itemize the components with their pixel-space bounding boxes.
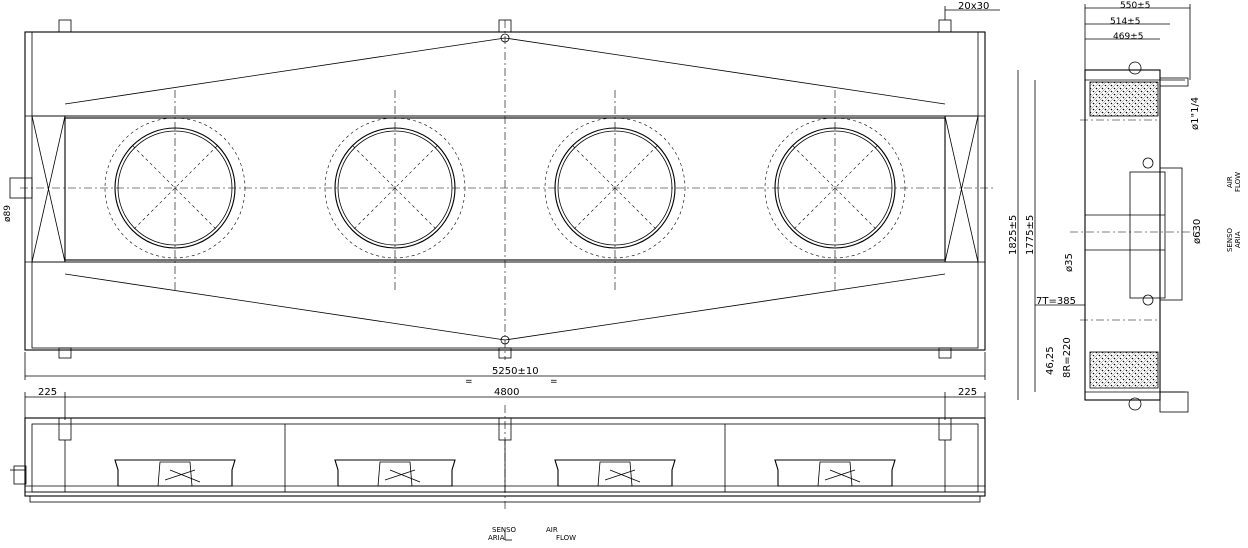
dim-550: 550±5 bbox=[1120, 1, 1150, 11]
label-aria-bottom: ARIA bbox=[488, 534, 505, 542]
label-senso-bottom: SENSO bbox=[492, 526, 517, 534]
top-view: 20x30 ø89 5250±10 = = bbox=[3, 1, 1000, 387]
dim-1775: 1775±5 bbox=[1025, 215, 1036, 255]
dim-4800: 4800 bbox=[494, 387, 519, 398]
side-casing bbox=[1084, 69, 1161, 401]
lifting-lugs bbox=[58, 19, 952, 359]
fan-motor-1 bbox=[114, 459, 236, 487]
dim-4625: 46,25 bbox=[1045, 346, 1056, 375]
dim-1825: 1825±5 bbox=[1008, 215, 1019, 255]
dim-diameter-89: ø89 bbox=[3, 205, 13, 222]
fan-motor-2 bbox=[334, 459, 456, 487]
dim-514: 514±5 bbox=[1110, 17, 1140, 27]
dim-469: 469±5 bbox=[1113, 32, 1143, 42]
fan-4 bbox=[764, 117, 906, 259]
dim-20x30: 20x30 bbox=[958, 1, 989, 12]
dim-1-1-4: ø1"1/4 bbox=[1190, 97, 1201, 130]
label-flow-side: FLOW bbox=[1234, 172, 1242, 192]
label-air-bottom: AIR bbox=[546, 526, 558, 534]
coil-top bbox=[1089, 81, 1159, 117]
fan-motor-3 bbox=[554, 459, 676, 487]
fan-3 bbox=[544, 117, 686, 259]
fan-motor-4 bbox=[774, 459, 896, 487]
dim-7t385: 7T=385 bbox=[1036, 296, 1076, 307]
label-senso-side: SENSO bbox=[1226, 227, 1234, 252]
label-air-side: AIR bbox=[1226, 176, 1234, 188]
connection-pipe bbox=[9, 177, 33, 199]
label-aria-side: ARIA bbox=[1234, 231, 1242, 248]
coil-bottom bbox=[1089, 351, 1159, 389]
dim-225-left: 225 bbox=[38, 387, 57, 398]
dim-equal-right: = bbox=[550, 377, 558, 387]
fan-2 bbox=[324, 117, 466, 259]
dim-equal-left: = bbox=[465, 377, 473, 387]
dim-35: ø35 bbox=[1064, 253, 1075, 272]
label-flow-bottom: FLOW bbox=[556, 534, 576, 542]
dim-630: ø630 bbox=[1192, 219, 1203, 244]
front-view: 225 4800 225 bbox=[10, 387, 986, 542]
dim-8r220: 8R=220 bbox=[1062, 337, 1073, 378]
side-view: 550±5 514±5 469±5 1825±5 1775±5 ø1" bbox=[1008, 1, 1242, 413]
dim-5250: 5250±10 bbox=[492, 366, 539, 377]
fan-side-profile bbox=[1159, 167, 1183, 301]
dim-225-right: 225 bbox=[958, 387, 977, 398]
fan-1 bbox=[104, 117, 246, 259]
